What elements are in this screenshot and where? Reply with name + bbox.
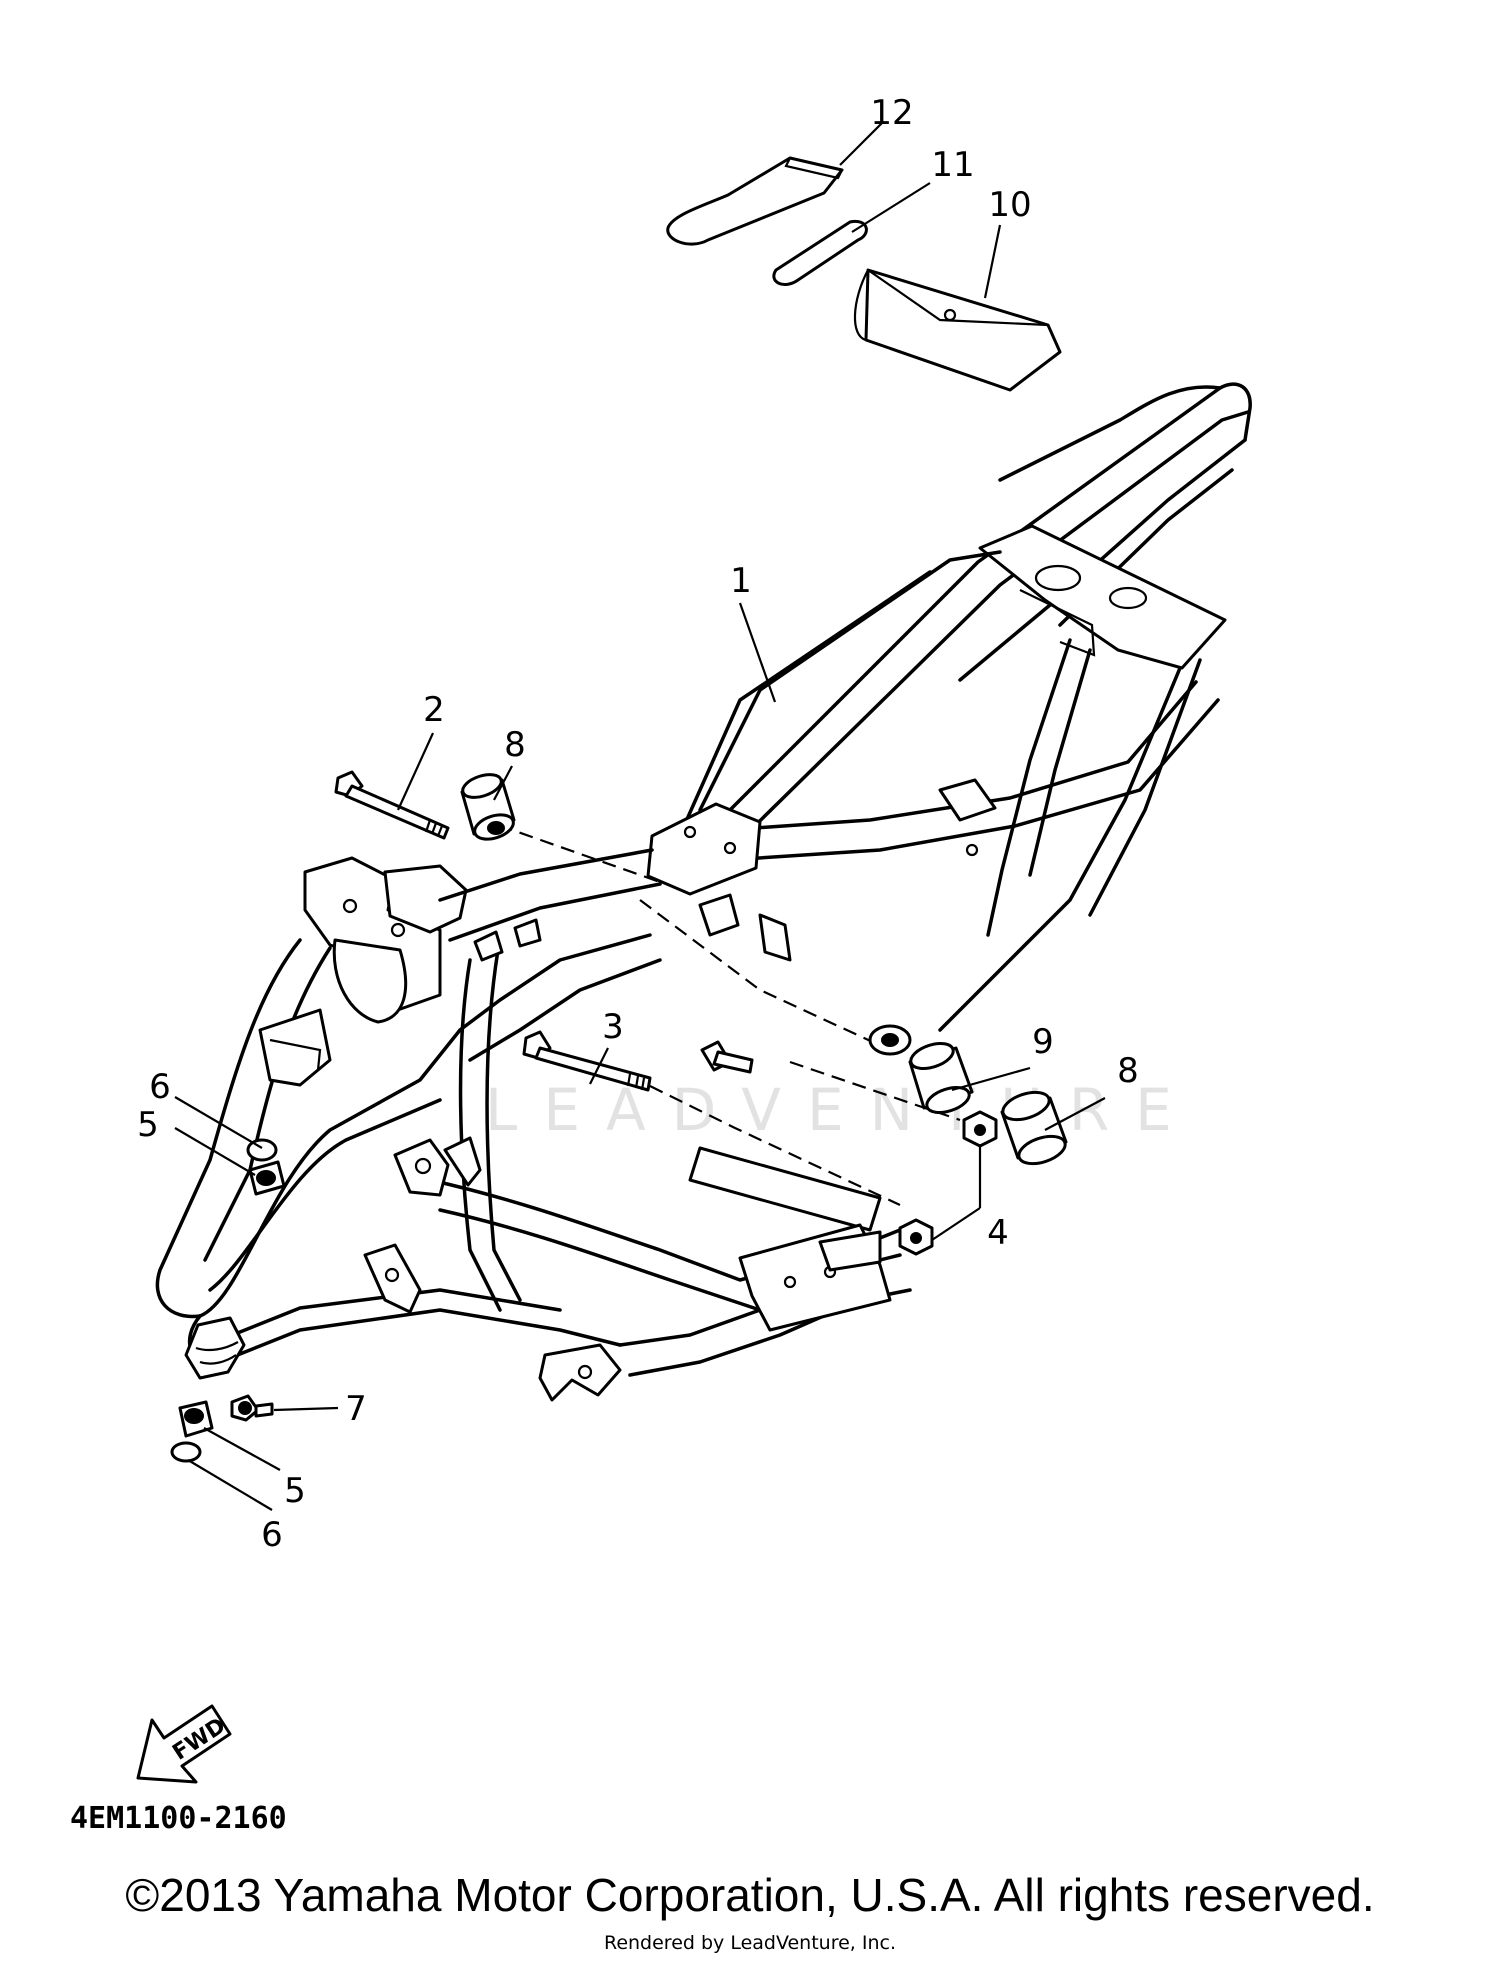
callout-12: 12	[870, 93, 913, 133]
callout-5-upper: 5	[137, 1105, 159, 1145]
callout-9: 9	[1032, 1022, 1054, 1062]
assembly-line-2b	[639, 899, 891, 1051]
callout-1: 1	[730, 561, 752, 601]
callout-6-upper: 6	[149, 1067, 171, 1107]
callout-8-upper: 8	[504, 725, 526, 765]
part-4-nuts	[898, 1110, 998, 1256]
part-2-bolt	[334, 770, 450, 840]
leader-lines	[174, 122, 1106, 1511]
watermark-text: LEADVENTURE	[485, 1076, 1198, 1144]
part-5-6-upper	[246, 1138, 286, 1196]
part-5-6-lower	[170, 1400, 214, 1463]
part-10-bag	[853, 268, 1062, 392]
callout-8-lower: 8	[1117, 1051, 1139, 1091]
part-9-collar	[908, 1042, 974, 1114]
part-code: 4EM1100-2160	[70, 1801, 287, 1836]
callout-11: 11	[931, 145, 974, 185]
part-8-collar-lower	[1000, 1090, 1068, 1166]
part-8-collar-upper	[460, 773, 516, 841]
assembly-line-3	[649, 1085, 901, 1206]
copyright-notice: ©2013 Yamaha Motor Corporation, U.S.A. A…	[125, 1869, 1375, 1921]
part-1-frame	[155, 382, 1252, 1402]
pivot-collar	[868, 1024, 912, 1056]
rendered-by-credit: Rendered by LeadVenture, Inc.	[603, 1932, 897, 1954]
callout-10: 10	[988, 185, 1031, 225]
part-3-bolt	[522, 1030, 652, 1092]
callout-2: 2	[423, 690, 445, 730]
part-12-cover	[666, 156, 844, 246]
fwd-arrow: FWD	[136, 1704, 232, 1784]
callout-6-lower: 6	[261, 1515, 283, 1555]
part-7-bolt	[230, 1394, 274, 1422]
part-11-strip	[772, 219, 868, 286]
callout-7: 7	[345, 1389, 367, 1429]
callouts: 1 2 3 4 5 5 6 6 7 8 8 9 10 11 12	[137, 93, 1139, 1555]
pivot-shaft	[700, 1040, 754, 1074]
callout-4: 4	[987, 1213, 1009, 1253]
callout-5-lower: 5	[284, 1471, 306, 1511]
assembly-line-4a	[789, 1060, 961, 1122]
callout-3: 3	[602, 1007, 624, 1047]
